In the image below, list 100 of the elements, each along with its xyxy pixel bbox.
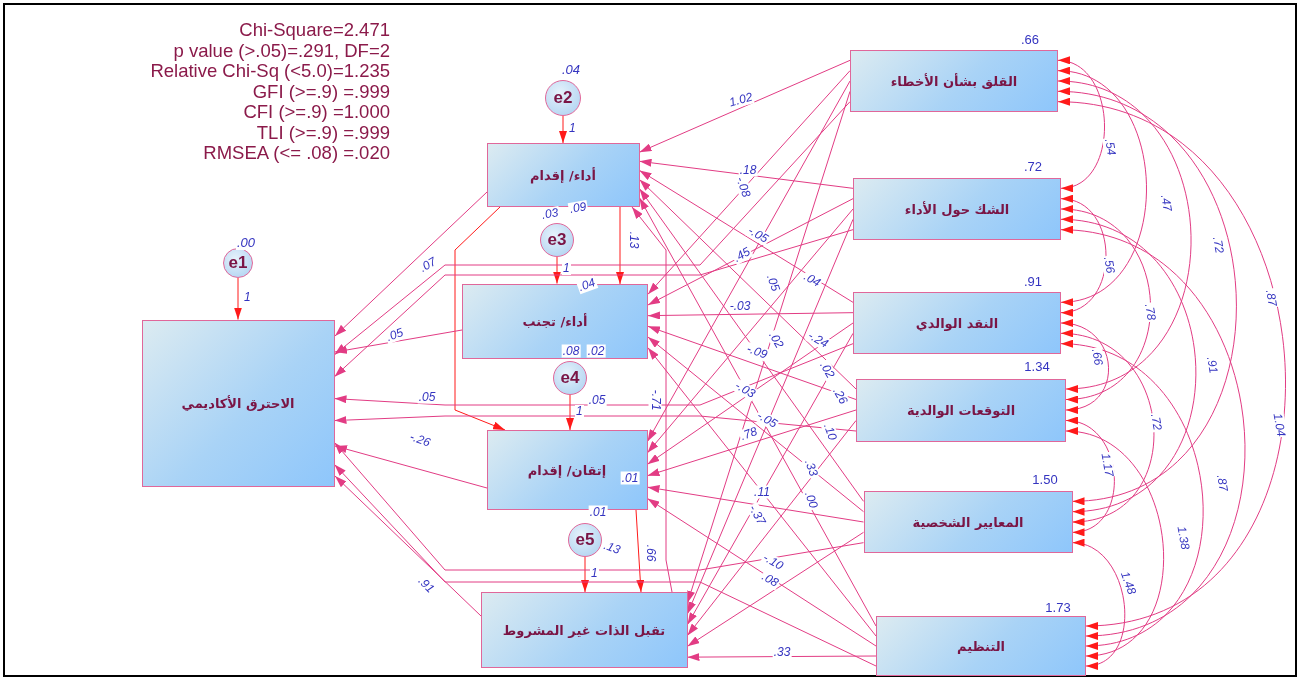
fit-statistic: Chi-Square=2.471: [239, 20, 390, 40]
variance-label: .66: [1020, 33, 1040, 47]
arrow: [1060, 331, 1155, 525]
coefficient-label: .54: [1102, 136, 1118, 158]
coefficient-label: .05: [384, 325, 406, 345]
variable-box: التوقعات الوالدية: [856, 378, 1066, 442]
variable-box: الشك حول الأداء: [853, 178, 1061, 240]
arrow: [334, 445, 488, 489]
arrow: [647, 498, 877, 647]
arrow: [639, 169, 854, 303]
arrow: [647, 336, 864, 513]
arrow: [1065, 429, 1164, 658]
arrow: [635, 509, 645, 593]
variable-box: القلق بشأن الأخطاء: [850, 50, 1058, 112]
arrow: [1057, 58, 1105, 191]
arrow: [1060, 320, 1109, 413]
coefficient-label: -.03: [728, 299, 752, 313]
arrow: [647, 322, 854, 465]
arrow: [454, 206, 506, 431]
arrow: [639, 179, 857, 390]
arrow: [1072, 540, 1126, 668]
coefficient-label: 1.17: [1098, 451, 1116, 479]
coefficient-label: .11: [753, 485, 771, 499]
variable-box: الاحترق الأكاديمي: [141, 319, 335, 487]
coefficient-label: -.71: [648, 388, 662, 412]
variable-box: تقبل الذات غير المشروط: [480, 592, 688, 668]
arrow: [566, 394, 574, 431]
arrow: [559, 115, 567, 144]
coefficient-label: -.09: [744, 342, 770, 362]
coefficient-label: .78: [1142, 301, 1158, 323]
edge-label: 1: [568, 121, 577, 135]
fit-statistic: GFI (>=.9) =.999: [252, 81, 390, 102]
fit-statistic: CFI (>=.9) =1.000: [243, 102, 390, 122]
arrow: [647, 198, 854, 306]
arrow: [616, 206, 624, 285]
coefficient-label: .87: [1263, 287, 1279, 309]
coefficient-label: .66: [1089, 346, 1105, 368]
variance-label: .72: [1023, 160, 1043, 174]
arrow: [647, 80, 851, 442]
arrow: [687, 420, 857, 636]
variance-label: .00: [235, 236, 257, 250]
coefficient-label: .08: [758, 569, 782, 591]
error-circle: e1: [223, 248, 253, 278]
coefficient-label: -.03: [731, 378, 759, 402]
arrow: [553, 256, 561, 284]
coefficient-label: .05: [417, 390, 437, 404]
arrow: [1057, 99, 1286, 629]
arrow: [1057, 68, 1147, 305]
error-circle: e3: [540, 223, 574, 257]
arrow: [647, 208, 854, 454]
arrow: [1057, 89, 1237, 504]
arrow: [1060, 217, 1197, 514]
coefficient-label: .56: [1101, 254, 1117, 276]
arrow: [581, 556, 589, 593]
coefficient-label: .33: [772, 645, 792, 659]
arrow: [687, 653, 877, 662]
arrow: [1060, 341, 1203, 649]
fit-statistic: TLI (>=.9) =.999: [256, 122, 390, 143]
coefficient-label: .72: [1148, 411, 1164, 433]
variable-box: المعايير الشخصية: [863, 491, 1073, 553]
arrow: [234, 277, 242, 320]
edge-label: 1: [562, 262, 571, 276]
arrow: [647, 485, 864, 523]
arrow: [1060, 196, 1107, 315]
arrow: [687, 531, 864, 647]
variance-label: 1.34: [1024, 360, 1050, 374]
fit-statistic: p value (>.05)=.291, DF=2: [173, 40, 390, 61]
edge-label: 1: [590, 566, 599, 580]
arrow: [687, 332, 854, 626]
coefficient-label: .02: [586, 344, 606, 358]
arrow: [647, 409, 857, 477]
error-circle: e4: [553, 361, 587, 395]
arrow: [334, 464, 877, 667]
arrow: [334, 415, 857, 432]
arrow: [687, 90, 851, 604]
edge-label: 1: [575, 404, 584, 418]
coefficient-label: .01: [620, 471, 640, 485]
coefficient-label: .05: [587, 393, 607, 407]
arrow: [639, 158, 854, 189]
variance-label: .04: [560, 63, 582, 77]
fit-statistic: Relative Chi-Sq (<5.0)=1.235: [150, 61, 390, 81]
arrow: [647, 347, 877, 637]
arrow: [647, 325, 857, 400]
variable-box: التنظيم: [876, 616, 1086, 676]
coefficient-label: 1.38: [1174, 524, 1192, 552]
arrow: [334, 101, 851, 356]
coefficient-label: 1.04: [1270, 411, 1288, 439]
arrow: [334, 343, 854, 406]
coefficient-label: .18: [738, 163, 758, 177]
arrow: [1060, 227, 1245, 639]
arrow: [639, 188, 864, 502]
arrow: [334, 442, 864, 571]
variance-label: 1.50: [1032, 473, 1058, 487]
variance-label: 1.73: [1045, 601, 1071, 615]
coefficient-label: 1.02: [727, 90, 755, 110]
variable-box: النقد الوالدي: [853, 292, 1061, 354]
arrow: [334, 229, 854, 378]
arrow: [334, 475, 482, 617]
error-circle: e2: [545, 80, 581, 116]
error-circle: e5: [568, 523, 602, 557]
